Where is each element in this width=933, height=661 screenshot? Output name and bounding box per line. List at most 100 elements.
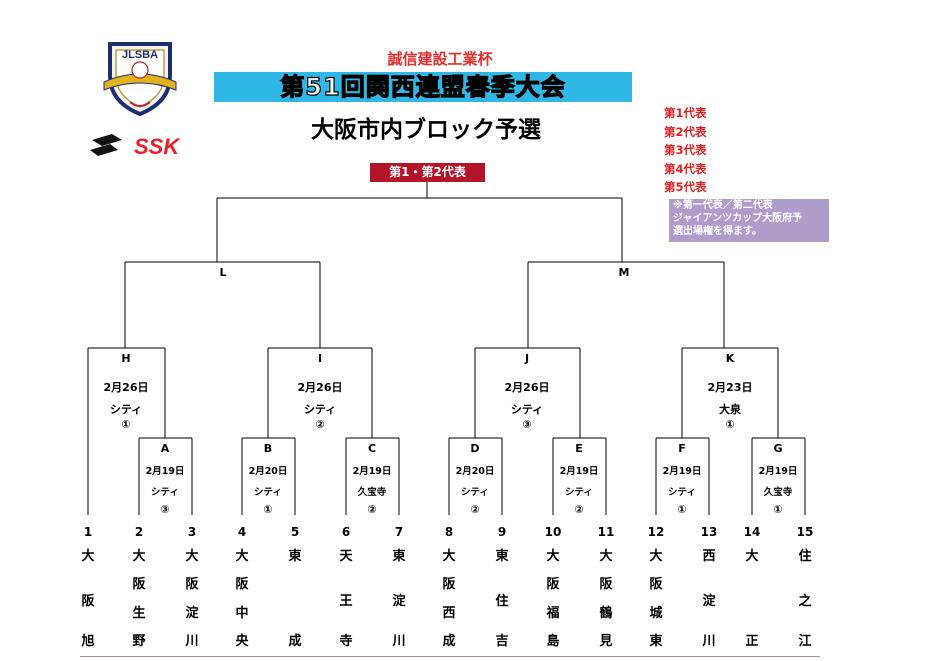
match-I-label: I — [317, 352, 323, 365]
team-name-char: 福 — [546, 606, 560, 621]
team-name-char: 央 — [235, 634, 249, 649]
team-name-char: 東 — [392, 549, 406, 564]
team-number: 7 — [394, 525, 404, 539]
team-number: 1 — [83, 525, 93, 539]
match-A-venue: シティ — [151, 487, 179, 498]
legend-item: 第4代表 — [664, 161, 707, 176]
match-F-label: F — [678, 442, 686, 455]
team-number: 9 — [497, 525, 507, 539]
team-number: 10 — [544, 525, 562, 539]
match-E-field: ② — [574, 503, 584, 516]
team-name-char: 成 — [288, 634, 302, 649]
match-J-venue: シティ — [510, 403, 544, 416]
team-name-char: 淀 — [702, 594, 716, 609]
block-subtitle: 大阪市内ブロック予選 — [311, 117, 541, 143]
match-B-field: ① — [263, 503, 273, 516]
team-name-char: 大 — [599, 549, 613, 564]
team-name-char: 大 — [235, 549, 249, 564]
match-B-label: B — [263, 442, 273, 455]
representative-legend: 第1代表 第2代表 第3代表 第4代表 第5代表 — [664, 104, 774, 197]
legend-item: 第2代表 — [664, 124, 707, 139]
team-name-char: 淀 — [185, 606, 199, 621]
team-name-char: 正 — [745, 634, 759, 649]
team-number: 6 — [341, 525, 351, 539]
match-H-venue: シティ — [109, 403, 143, 416]
note-line: ※第一代表／第二代表 — [673, 200, 773, 211]
tournament-title: 第51回関西連盟春季大会 — [214, 72, 632, 102]
match-B-venue: シティ — [254, 487, 282, 498]
team-name-char: 阪 — [546, 577, 560, 592]
match-L-label: L — [219, 266, 227, 279]
match-M-label: M — [618, 266, 630, 279]
match-A-label: A — [160, 442, 170, 455]
match-C-field: ② — [367, 503, 377, 516]
match-D-field: ② — [470, 503, 480, 516]
team-number: 12 — [647, 525, 665, 539]
team-name-char: 西 — [702, 549, 716, 564]
team-name-char: 島 — [546, 634, 560, 649]
match-K-field: ① — [725, 418, 735, 431]
team-number: 4 — [237, 525, 247, 539]
match-G-venue: 久宝寺 — [763, 487, 793, 498]
match-H-field: ① — [121, 418, 131, 431]
team-name-char: 中 — [235, 606, 249, 621]
team-name-char: 成 — [442, 634, 456, 649]
ssk-logo: SSK — [90, 134, 181, 159]
team-name-char: 大 — [81, 549, 95, 564]
team-number: 2 — [134, 525, 144, 539]
match-A-date: 2月19日 — [145, 466, 185, 477]
bottom-rule — [80, 656, 820, 657]
team-name-char: 住 — [798, 549, 812, 564]
match-D-venue: シティ — [461, 487, 489, 498]
team-name-char: 吉 — [495, 634, 509, 649]
team-name-char: 東 — [495, 549, 509, 564]
match-D-label: D — [470, 442, 480, 455]
team-name-char: 川 — [702, 634, 716, 649]
match-G-field: ① — [773, 503, 783, 516]
team-name-char: 川 — [392, 634, 406, 649]
match-C-venue: 久宝寺 — [357, 487, 387, 498]
match-G-date: 2月19日 — [758, 466, 798, 477]
team-name-char: 生 — [132, 606, 146, 621]
match-J-label: J — [524, 352, 530, 365]
team-name-char: 見 — [599, 634, 613, 649]
match-E-label: E — [575, 442, 583, 455]
team-name-char: 鶴 — [599, 606, 613, 621]
legend-item: 第5代表 — [664, 180, 707, 194]
match-F-field: ① — [677, 503, 687, 516]
team-name-char: 川 — [185, 634, 199, 649]
team-name-char: 大 — [649, 549, 663, 564]
match-E-date: 2月19日 — [559, 466, 599, 477]
svg-text:JLSBA: JLSBA — [122, 49, 158, 61]
team-name-char: 江 — [798, 634, 812, 649]
team-name-char: 大 — [132, 549, 146, 564]
team-name-char: 東 — [649, 634, 663, 649]
match-B-date: 2月20日 — [248, 466, 288, 477]
team-name-char: 阪 — [599, 577, 613, 592]
legend-item: 第1代表 — [664, 106, 707, 120]
team-name-char: 之 — [798, 594, 812, 609]
team-name-char: 天 — [339, 549, 353, 564]
team-name-char: 野 — [132, 634, 146, 649]
team-name-char: 住 — [495, 594, 509, 609]
match-I-date: 2月26日 — [297, 381, 343, 394]
team-name-char: 城 — [649, 606, 663, 621]
match-K-label: K — [725, 352, 735, 365]
match-I-field: ② — [315, 418, 325, 431]
team-number: 14 — [743, 525, 761, 539]
match-H-date: 2月26日 — [103, 381, 149, 394]
jlsba-seniors-logo: JLSBA — [103, 42, 177, 116]
match-K-date: 2月23日 — [707, 381, 753, 394]
svg-text:SSK: SSK — [134, 134, 181, 159]
team-name-char: 大 — [745, 549, 759, 564]
match-G-label: G — [773, 442, 783, 455]
qualification-note: ※第一代表／第二代表 ジャイアンツカップ大阪府予 選出場権を得ます。 — [669, 199, 829, 242]
team-name-char: 阪 — [81, 594, 95, 609]
match-J-date: 2月26日 — [504, 381, 550, 394]
team-name-char: 阪 — [235, 577, 249, 592]
note-line: ジャイアンツカップ大阪府予 — [673, 213, 803, 224]
team-number: 3 — [187, 525, 197, 539]
legend-item: 第3代表 — [664, 143, 707, 157]
team-name-char: 阪 — [649, 577, 663, 592]
